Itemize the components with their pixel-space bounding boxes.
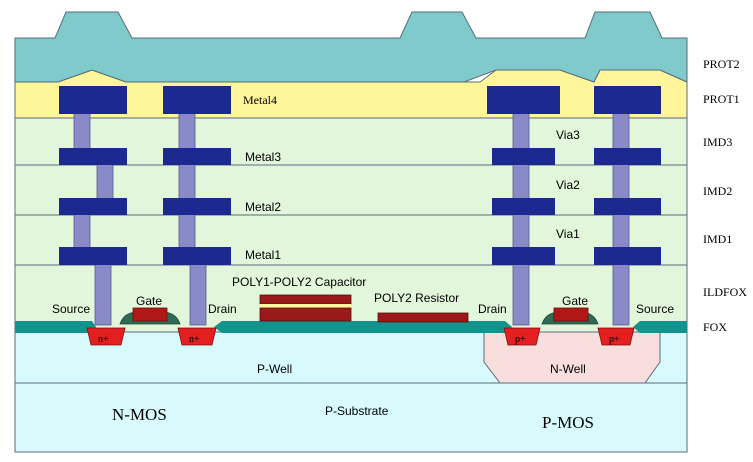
fox-segment-left xyxy=(15,321,96,333)
metal3-block-3 xyxy=(492,148,555,165)
metal3-block-2 xyxy=(163,148,231,165)
n-well-label: N-Well xyxy=(550,362,586,376)
metal3-block-4 xyxy=(594,148,661,165)
via-column-1a xyxy=(73,111,91,153)
via-column-2d xyxy=(189,259,207,326)
nmos-title: N-MOS xyxy=(112,405,167,424)
nmos-drain-diffusion xyxy=(177,327,217,346)
metal1-label: Metal1 xyxy=(245,248,281,262)
via2-label: Via2 xyxy=(556,178,580,192)
via-column-1c xyxy=(73,209,91,251)
pmos-gate-label: Gate xyxy=(562,294,588,308)
via-column-3a xyxy=(512,111,530,153)
metal2-block-2 xyxy=(163,198,231,215)
nmos-drain-label: Drain xyxy=(208,302,237,316)
fox-legend: FOX xyxy=(703,320,727,334)
p-substrate-label: P-Substrate xyxy=(325,404,389,418)
via-column-4a xyxy=(612,111,630,153)
pmos-drain-label: Drain xyxy=(478,302,507,316)
metal1-block-3 xyxy=(492,247,555,265)
via-column-3d xyxy=(512,259,530,326)
metal4-label: Metal4 xyxy=(243,93,277,107)
fox-segment-middle xyxy=(214,321,512,333)
nmos-gate xyxy=(119,307,181,325)
nmos-drain-type-label: n+ xyxy=(189,334,200,345)
metal2-label: Metal2 xyxy=(245,200,281,214)
pmos-source-label: Source xyxy=(636,302,674,316)
imd3-legend: IMD3 xyxy=(703,135,732,149)
resistor-label: POLY2 Resistor xyxy=(374,291,459,305)
metal3-block-1 xyxy=(59,148,127,165)
via-column-1d xyxy=(94,259,112,326)
poly-capacitor xyxy=(259,294,352,322)
via-column-2b xyxy=(178,159,196,201)
pmos-source-type-label: p+ xyxy=(609,334,620,345)
metal2-block-1 xyxy=(59,198,127,215)
pmos-gate-poly xyxy=(553,307,589,322)
capacitor-top-plate xyxy=(259,294,352,305)
ildfox-legend: ILDFOX xyxy=(703,285,747,299)
capacitor-bottom-plate xyxy=(259,307,352,322)
via1-label: Via1 xyxy=(556,227,580,241)
fox-segment-right xyxy=(633,321,687,333)
prot2-legend: PROT2 xyxy=(703,57,740,71)
via3-label: Via3 xyxy=(556,128,580,142)
metal4-block-4 xyxy=(594,86,661,114)
capacitor-label: POLY1-POLY2 Capacitor xyxy=(232,275,366,289)
imd2-legend: IMD2 xyxy=(703,184,732,198)
capacitor-dielectric xyxy=(260,304,351,308)
metal3-label: Metal3 xyxy=(245,150,281,164)
nmos-source-type-label: n+ xyxy=(98,334,109,345)
p-well-label: P-Well xyxy=(257,362,292,376)
metal-lines xyxy=(59,86,661,265)
nmos-source-diffusion xyxy=(86,327,126,346)
metal4-block-3 xyxy=(487,86,560,114)
via-column-2a xyxy=(178,111,196,153)
imd1-legend: IMD1 xyxy=(703,232,732,246)
prot2-layer xyxy=(14,11,688,83)
prot1-legend: PROT1 xyxy=(703,92,740,106)
metal1-block-4 xyxy=(594,247,661,265)
via-column-4c xyxy=(612,209,630,251)
via-column-1b xyxy=(96,159,114,201)
via-column-2c xyxy=(178,209,196,251)
via-column-4d xyxy=(612,259,630,326)
nmos-gate-label: Gate xyxy=(136,294,162,308)
fox-oxide xyxy=(15,321,687,333)
pmos-title: P-MOS xyxy=(542,413,594,432)
via-column-4b xyxy=(612,159,630,201)
metal4-block-1 xyxy=(59,86,127,114)
pmos-drain-diffusion xyxy=(503,327,541,346)
metal4-block-2 xyxy=(163,86,231,114)
poly2-resistor xyxy=(377,312,469,323)
metal2-block-4 xyxy=(594,198,661,215)
diffusions xyxy=(86,327,635,346)
metal2-block-3 xyxy=(492,198,555,215)
pmos-gate xyxy=(541,307,599,325)
via-column-3b xyxy=(512,159,530,201)
metal1-block-2 xyxy=(163,247,231,265)
nmos-gate-poly xyxy=(132,307,168,322)
nmos-source-label: Source xyxy=(52,302,90,316)
via-column-3c xyxy=(512,209,530,251)
pmos-drain-type-label: p+ xyxy=(515,334,526,345)
pmos-source-diffusion xyxy=(597,327,635,346)
metal1-block-1 xyxy=(59,247,127,265)
